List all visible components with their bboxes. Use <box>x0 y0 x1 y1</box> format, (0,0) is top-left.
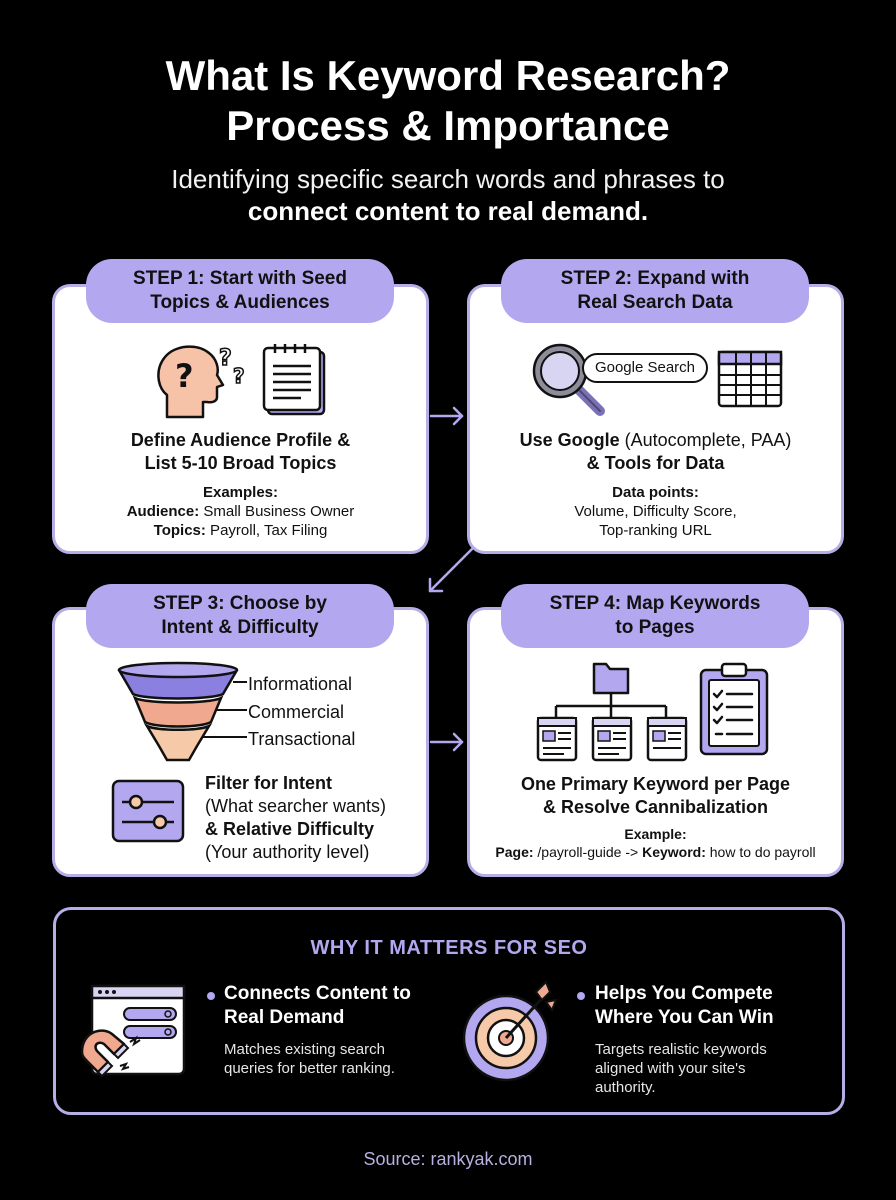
svg-text:?: ? <box>219 346 232 371</box>
step1-examples-label: Examples: <box>202 484 279 501</box>
step3-text: Filter for Intent (What searcher wants) … <box>205 773 387 862</box>
bullet-dot <box>207 992 215 1000</box>
subtitle-line1: Identifying specific search words and ph… <box>171 164 725 194</box>
why-it-matters-panel: WHY IT MATTERS FOR SEO Connects Content … <box>53 907 845 1115</box>
step1-heading-line1: Define Audience Profile & <box>130 430 351 450</box>
page-title-line1: What Is Keyword Research? <box>165 52 731 99</box>
step2-heading-line2: & Tools for Data <box>586 453 725 473</box>
svg-text:?: ? <box>175 357 194 395</box>
step4-example-label: Example: <box>624 826 687 842</box>
arrow-right-icon <box>429 732 464 752</box>
arrow-right-icon <box>429 406 464 426</box>
step3-card: Informational Commercial Transactional F… <box>52 607 429 877</box>
sitemap-icon <box>536 662 688 762</box>
step2-heading-line1: Use Google (Autocomplete, PAA) <box>519 430 792 450</box>
step4-example: Page: /payroll-guide -> Keyword: how to … <box>495 844 816 860</box>
notepad-icon <box>262 344 326 416</box>
magnet-browser-icon <box>80 984 186 1078</box>
bullet-dot <box>577 992 585 1000</box>
step1-heading-line2: List 5-10 Broad Topics <box>144 453 337 473</box>
step1-audience: Audience: Small Business Owner <box>126 503 355 520</box>
step1-card: ? ? ? Define Audience Profile & List 5-1… <box>52 284 429 554</box>
thinking-head-icon: ? ? ? <box>157 345 245 419</box>
step2-data-line2: Top-ranking URL <box>599 522 712 539</box>
subtitle-line2: connect content to real demand. <box>247 196 649 226</box>
target-icon <box>462 980 558 1082</box>
svg-text:?: ? <box>233 364 245 388</box>
step4-heading-line2: & Resolve Cannibalization <box>542 797 769 817</box>
step2-data-line1: Volume, Difficulty Score, <box>574 503 737 520</box>
funnel-label-informational: Informational <box>248 674 353 694</box>
spreadsheet-icon <box>717 350 783 408</box>
step4-card: One Primary Keyword per Page & Resolve C… <box>467 607 844 877</box>
funnel-icon <box>117 661 247 762</box>
magnifier-icon <box>532 343 605 416</box>
sliders-icon <box>111 779 185 843</box>
step4-heading-line1: One Primary Keyword per Page <box>520 774 791 794</box>
source-credit: Source: rankyak.com <box>363 1149 533 1169</box>
funnel-label-transactional: Transactional <box>248 729 356 749</box>
why-title: WHY IT MATTERS FOR SEO <box>310 937 588 959</box>
arrow-diagonal-icon <box>428 547 474 593</box>
step2-card: Google Search Use Google (Autocomplete, … <box>467 284 844 554</box>
search-bar: Google Search <box>582 353 708 383</box>
clipboard-checklist-icon <box>699 662 769 756</box>
page-title-line2: Process & Importance <box>226 102 670 149</box>
step1-topics: Topics: Payroll, Tax Filing <box>153 522 328 539</box>
funnel-label-commercial: Commercial <box>248 702 345 722</box>
step2-data-label: Data points: <box>612 484 699 501</box>
